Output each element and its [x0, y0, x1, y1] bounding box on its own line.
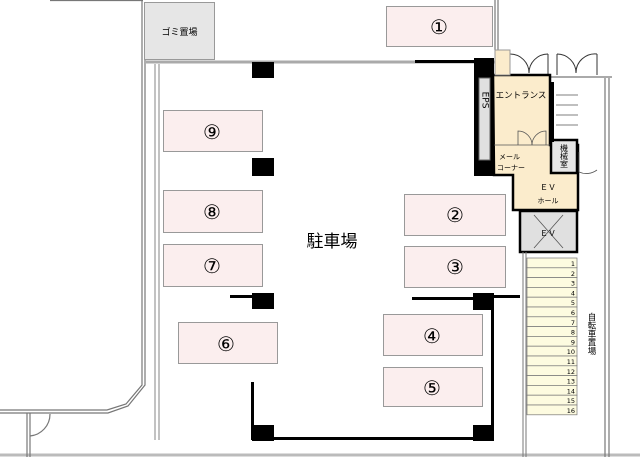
parking-space-6[interactable]	[178, 322, 278, 364]
ev-hall-label: ＥＶ	[540, 183, 556, 192]
bicycle-slot-number: 5	[571, 299, 575, 307]
bicycle-slot-number: 14	[567, 387, 575, 395]
bicycle-slot-number: 10	[567, 348, 575, 356]
bicycle-slot-number: 1	[571, 260, 575, 268]
space-label: ⑥	[217, 332, 235, 356]
bicycle-slot[interactable]	[526, 287, 578, 298]
entrance-block: EPS エントランス メール コーナー ＥＶ ホール ＥＶ 機械室	[474, 49, 598, 254]
bicycle-slot-number: 8	[571, 329, 575, 337]
bicycle-slot-number: 16	[567, 407, 575, 415]
machine-room-label: 機械室	[560, 143, 569, 168]
bicycle-slot[interactable]	[526, 296, 578, 308]
bicycle-slot-number: 2	[571, 270, 575, 278]
bicycle-slot[interactable]	[526, 257, 578, 269]
eps-label: EPS	[480, 92, 490, 109]
bicycle-slot-number: 15	[567, 397, 575, 405]
parking-spaces	[163, 6, 506, 407]
columns	[252, 62, 494, 441]
space-label: ⑤	[423, 376, 441, 400]
walls	[230, 60, 520, 440]
parking-space-2[interactable]	[404, 194, 506, 236]
entrance-doors[interactable]	[509, 53, 598, 75]
space-label: ⑧	[203, 200, 221, 224]
bicycle-slot-number: 12	[567, 368, 575, 376]
bicycle-slot-number: 4	[571, 289, 575, 297]
space-label: ④	[423, 324, 441, 348]
space-label: ①	[430, 15, 448, 39]
bicycle-slot[interactable]	[526, 404, 578, 416]
space-label: ③	[446, 255, 464, 279]
bicycle-slot[interactable]	[526, 267, 578, 278]
bicycle-slot[interactable]	[526, 326, 578, 337]
bicycle-slot-number: 13	[567, 378, 575, 386]
parking-space-5[interactable]	[383, 367, 483, 407]
bicycle-slot-number: 3	[571, 280, 575, 288]
bicycle-slot-number: 7	[571, 319, 575, 327]
parking-space-4[interactable]	[383, 314, 483, 356]
space-label: ②	[446, 203, 464, 227]
bicycle-slot-number: 11	[567, 358, 575, 366]
bicycle-slot[interactable]	[526, 316, 578, 327]
garbage-area: ゴミ置場	[144, 2, 215, 60]
elevator-label: ＥＶ	[540, 229, 556, 238]
bicycle-slot-number: 6	[571, 309, 575, 317]
entrance-label: エントランス	[496, 91, 547, 101]
bicycle-slot[interactable]	[526, 336, 578, 347]
parking-space-8[interactable]	[163, 190, 263, 233]
bicycle-slot[interactable]	[526, 306, 578, 318]
parking-space-3[interactable]	[404, 246, 506, 288]
space-label: ⑦	[203, 254, 221, 278]
parking-space-1[interactable]	[386, 6, 493, 47]
space-label: ⑨	[203, 120, 221, 144]
parking-space-labels: ① ② ③ ④ ⑤ ⑥ ⑦ ⑧ ⑨	[203, 15, 464, 400]
bicycle-slot[interactable]	[526, 277, 578, 288]
ev-hall-label: ホール	[538, 197, 559, 205]
mail-corner-label: コーナー	[497, 164, 525, 172]
parking-space-7[interactable]	[163, 244, 263, 287]
parking-space-9[interactable]	[163, 110, 263, 152]
bicycle-slot-number: 9	[571, 338, 575, 346]
bicycle-parking-label: 自転車置場	[586, 312, 596, 356]
mail-corner-label: メール	[499, 153, 520, 161]
parking-lot-title: 駐車場	[307, 232, 358, 252]
garbage-area-label: ゴミ置場	[161, 26, 197, 38]
